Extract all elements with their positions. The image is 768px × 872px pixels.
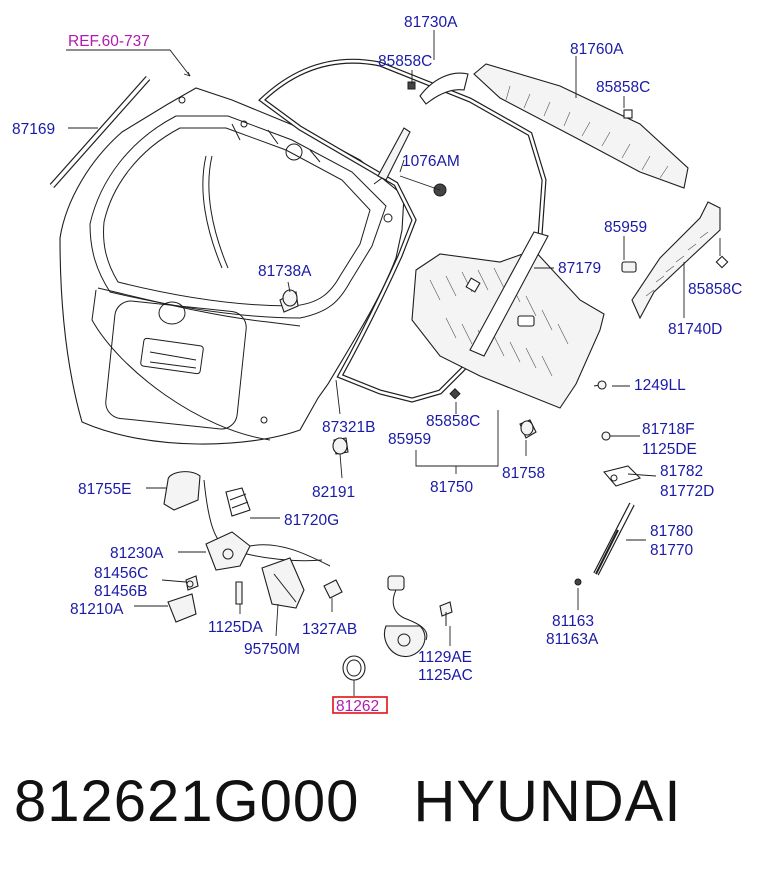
callout-81738A: 81738A [258,263,312,280]
molding-87169 [49,76,151,188]
callout-1125DA: 1125DA [208,619,264,636]
callout-1125DE: 1125DE [642,441,697,458]
callout-81718F: 81718F [642,421,695,438]
ref-label[interactable]: REF.60-737 [68,33,150,50]
callout-81262-highlighted[interactable]: 81262 [336,698,379,715]
callout-87169: 87169 [12,121,55,138]
callout-85858C-a: 85858C [378,53,432,70]
callout-81772D: 81772D [660,483,714,500]
callout-87179: 87179 [558,260,601,277]
strut-bracket [601,431,642,487]
inner-trim-81750 [411,231,605,409]
callout-81750: 81750 [430,479,473,496]
callout-81755E: 81755E [78,481,131,498]
callout-85858C-d: 85858C [426,413,480,430]
callout-81456B: 81456B [94,583,147,600]
callout-85858C-c: 85858C [688,281,742,298]
actuator [261,557,305,609]
callout-95750M: 95750M [244,641,300,658]
callout-labels: REF.60-737 81730A 85858C 81760A 85858C 8… [12,14,742,715]
seal-ring-81262 [342,655,366,681]
callout-1076AM: 1076AM [402,153,460,170]
leader-lines [66,30,721,696]
callout-81163A: 81163A [546,631,599,648]
callout-81230A: 81230A [110,545,164,562]
lock-cylinder [384,575,428,657]
tailgate-panel [59,87,405,445]
callout-81730A: 81730A [404,14,458,31]
parts-diagram: REF.60-737 81730A 85858C 81760A 85858C 8… [12,14,742,715]
bolt-1249LL [593,380,607,390]
callout-81740D: 81740D [668,321,722,338]
part-number: 812621G000 [14,769,360,834]
callout-85959-b: 85959 [388,431,431,448]
callout-1327AB: 1327AB [302,621,357,638]
callout-81456C: 81456C [94,565,148,582]
highlight-box [332,696,388,714]
part-caption: 812621G000 HYUNDAI [14,762,754,842]
latch-cable [203,479,323,562]
callout-1125AC: 1125AC [418,667,473,684]
bushing-82191 [332,437,349,455]
callout-1129AE: 1129AE [418,649,472,666]
callout-81758: 81758 [502,465,545,482]
callout-81720G: 81720G [284,512,339,529]
callout-81770: 81770 [650,542,693,559]
callout-81760A: 81760A [570,41,624,58]
spoiler-bracket [407,72,469,105]
callout-85858C-b: 85858C [596,79,650,96]
latch-assembly [205,531,331,571]
callout-87321B: 87321B [322,419,375,436]
brand-name: HYUNDAI [413,769,682,834]
callout-81210A: 81210A [70,601,124,618]
callout-1249LL: 1249LL [634,377,686,394]
gas-strut [593,502,635,576]
callout-85959-a: 85959 [604,219,647,236]
callout-81163: 81163 [552,613,594,630]
callout-82191: 82191 [312,484,355,501]
weatherstrip [258,58,547,403]
callout-81782: 81782 [660,463,703,480]
spoiler-81760A [473,63,689,189]
callout-81780: 81780 [650,523,693,540]
side-trim-81740D [631,201,729,320]
